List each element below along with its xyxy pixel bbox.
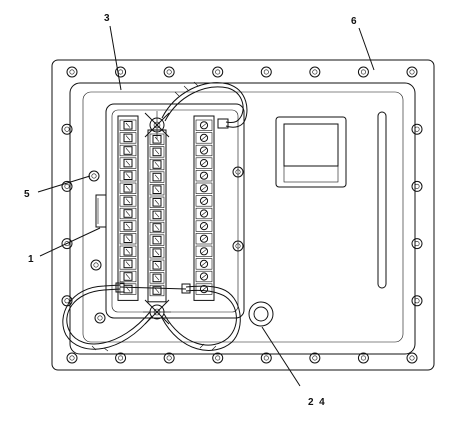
cover-bolt: [309, 66, 321, 78]
cover-bolt: [66, 66, 78, 78]
cover-bolts: [61, 66, 423, 364]
terminal: [119, 182, 137, 194]
terminal-strip-left: [117, 115, 139, 301]
terminal: [119, 258, 137, 270]
top-cable-harness: [161, 81, 248, 129]
cover-bolt: [212, 352, 224, 364]
terminal: [119, 283, 137, 295]
terminal: [195, 207, 213, 220]
display-window-glass: [283, 123, 339, 167]
terminal: [195, 195, 213, 207]
callout-6: 6: [351, 16, 357, 27]
cover-bolt: [357, 66, 369, 78]
terminal: [195, 245, 213, 257]
display-window-frame: [275, 116, 347, 188]
callout-5: 5: [24, 189, 30, 200]
cover-bolt: [88, 170, 100, 182]
cover-bolt: [61, 180, 73, 192]
cover-bolt: [90, 259, 102, 271]
cover-bolt: [411, 238, 423, 250]
terminal: [149, 209, 165, 221]
cover-bolt: [406, 66, 418, 78]
terminal: [149, 171, 165, 183]
cover-bolt: [94, 312, 106, 324]
terminal-strip-right: [193, 115, 215, 301]
callout-1: 1: [28, 254, 34, 265]
terminal: [149, 158, 165, 171]
terminal: [195, 258, 213, 270]
cover-bolt: [61, 123, 73, 135]
terminal: [149, 234, 165, 246]
cover-bolt: [163, 66, 175, 78]
terminal-strip-center: [147, 129, 167, 303]
bottom-cable-harness: [62, 282, 241, 352]
terminal: [149, 247, 165, 259]
cover-bolt: [260, 352, 272, 364]
enclosure-inner-panel: [82, 91, 404, 343]
terminal: [119, 132, 137, 144]
terminal: [119, 119, 137, 131]
cover-bolt: [411, 180, 423, 192]
cover-bolt: [163, 352, 175, 364]
terminal: [149, 221, 165, 234]
cover-bolt: [411, 295, 423, 307]
leader-1: [39, 227, 101, 257]
terminal: [195, 270, 213, 283]
cover-bolt: [357, 352, 369, 364]
terminal: [195, 132, 213, 144]
cover-bolt: [406, 352, 418, 364]
terminal: [149, 146, 165, 158]
terminal: [195, 182, 213, 194]
terminal: [119, 233, 137, 245]
terminal: [119, 270, 137, 283]
terminal: [149, 259, 165, 271]
terminal: [119, 207, 137, 220]
leader-6: [358, 27, 375, 71]
terminal: [195, 170, 213, 182]
cover-bolt: [115, 352, 127, 364]
terminal: [195, 144, 213, 157]
terminal: [119, 220, 137, 232]
callout-24: 2 4: [308, 397, 325, 408]
bottom-cable-connector: [143, 299, 171, 325]
terminal: [149, 184, 165, 196]
leader-3: [109, 25, 122, 91]
cover-bolt: [260, 66, 272, 78]
cover-bolt: [212, 66, 224, 78]
terminal: [119, 245, 137, 257]
enclosure-inner-cover: [69, 82, 416, 355]
terminal: [195, 157, 213, 169]
terminal: [119, 170, 137, 182]
terminal: [119, 144, 137, 157]
display-window-lower: [283, 165, 339, 183]
terminal: [195, 233, 213, 245]
terminal: [195, 220, 213, 232]
vertical-slot: [377, 111, 387, 289]
cover-bolt: [66, 352, 78, 364]
terminal: [149, 284, 165, 297]
terminal: [149, 196, 165, 208]
cover-bolt: [411, 123, 423, 135]
terminal: [149, 272, 165, 284]
terminal: [195, 283, 213, 295]
cable-grommet: [248, 301, 274, 327]
leader-24: [261, 326, 301, 387]
cover-bolt: [309, 352, 321, 364]
terminal: [195, 119, 213, 131]
enclosure-outer-flange: [51, 59, 435, 371]
callout-3: 3: [104, 13, 110, 24]
terminal: [119, 195, 137, 207]
terminal: [119, 157, 137, 169]
terminal-backplate-inner: [111, 109, 239, 313]
top-cable-connector: [144, 111, 170, 139]
leader-5: [37, 175, 91, 193]
cover-bolt: [61, 238, 73, 250]
strip-mounting-tab: [95, 194, 107, 228]
